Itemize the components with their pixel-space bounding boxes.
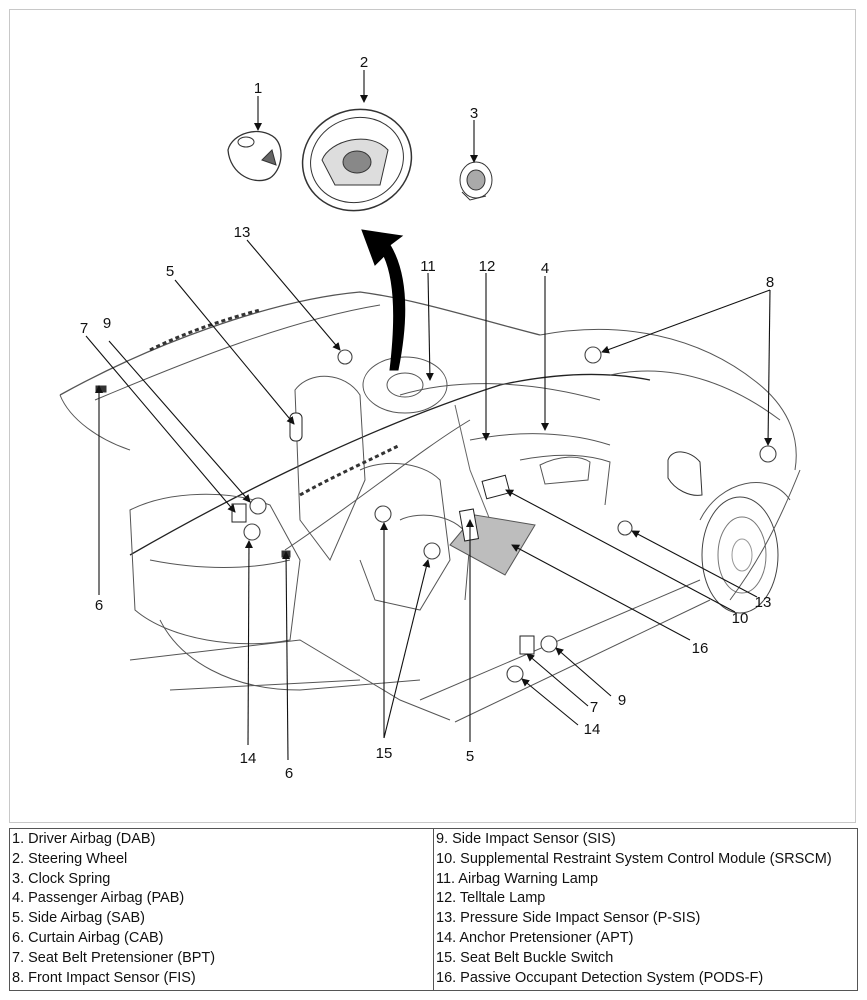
callout-14-right: 14 [584,721,601,738]
legend-item: 4. Passenger Airbag (PAB) [12,890,185,907]
sensor-circle [374,505,392,523]
sensor-circle [423,542,441,560]
diagram-frame [9,9,856,823]
callout-5-top: 5 [166,263,174,280]
callout-6-bottom: 6 [285,765,293,782]
legend-item: 3. Clock Spring [12,870,111,887]
legend-item: 15. Seat Belt Buckle Switch [436,949,614,966]
sensor-circle [337,349,353,365]
leader-lines [85,70,773,761]
callout-6-left: 6 [95,597,103,614]
sensor-circle [243,523,261,541]
legend-item: 8. Front Impact Sensor (FIS) [12,969,196,986]
callout-2: 2 [360,54,368,71]
sensor-circle [249,497,267,515]
callout-8: 8 [766,274,774,291]
legend-item: 13. Pressure Side Impact Sensor (P-SIS) [436,910,701,927]
callout-14-left: 14 [240,750,257,767]
callout-11: 11 [420,258,436,275]
sensor-markers [243,346,777,683]
callout-13-right: 13 [755,594,772,611]
callout-13-top: 13 [234,224,251,241]
sensor-circle [506,665,524,683]
callout-7-left: 7 [80,320,88,337]
sensor-circle [540,635,558,653]
callout-1: 1 [254,80,262,97]
legend-item: 2. Steering Wheel [12,850,128,867]
component-legend: 1. Driver Airbag (DAB) 2. Steering Wheel… [9,828,858,991]
callout-labels: 1 2 3 13 5 11 12 4 8 7 9 6 13 10 16 9 7 … [80,54,774,782]
callout-7-right: 7 [590,699,598,716]
steering-wheel-icon [301,108,413,212]
legend-item: 10. Supplemental Restraint System Contro… [436,850,832,867]
callout-16: 16 [692,640,709,657]
sensor-circle [759,445,777,463]
callout-10: 10 [732,610,749,627]
callout-3: 3 [470,105,478,122]
legend-item: 5. Side Airbag (SAB) [12,910,145,927]
legend-column-right: 9. Side Impact Sensor (SIS) 10. Suppleme… [433,829,857,990]
legend-item: 6. Curtain Airbag (CAB) [12,929,164,946]
callout-15: 15 [376,745,393,762]
legend-item: 12. Telltale Lamp [436,890,546,907]
legend-item: 7. Seat Belt Pretensioner (BPT) [12,949,216,966]
steering-wheel-transfer-arrow [361,229,406,371]
sensor-circle [617,520,633,536]
legend-column-left: 1. Driver Airbag (DAB) 2. Steering Wheel… [10,829,433,990]
legend-item: 14. Anchor Pretensioner (APT) [436,929,634,946]
airbag-system-diagram: 1 2 3 13 5 11 12 4 8 7 9 6 13 10 16 9 7 … [59,54,801,782]
legend-item: 11. Airbag Warning Lamp [436,870,599,887]
callout-9-left: 9 [103,315,111,332]
callout-4: 4 [541,260,549,277]
clock-spring-icon [459,161,493,201]
driver-airbag-icon [227,130,282,182]
legend-item: 9. Side Impact Sensor (SIS) [436,831,616,847]
legend-item: 16. Passive Occupant Detection System (P… [436,969,764,986]
callout-12: 12 [479,258,496,275]
callout-5-bottom: 5 [466,748,474,765]
callout-9-right: 9 [618,692,626,709]
legend-item: 1. Driver Airbag (DAB) [12,831,156,847]
sensor-circle [584,346,602,364]
